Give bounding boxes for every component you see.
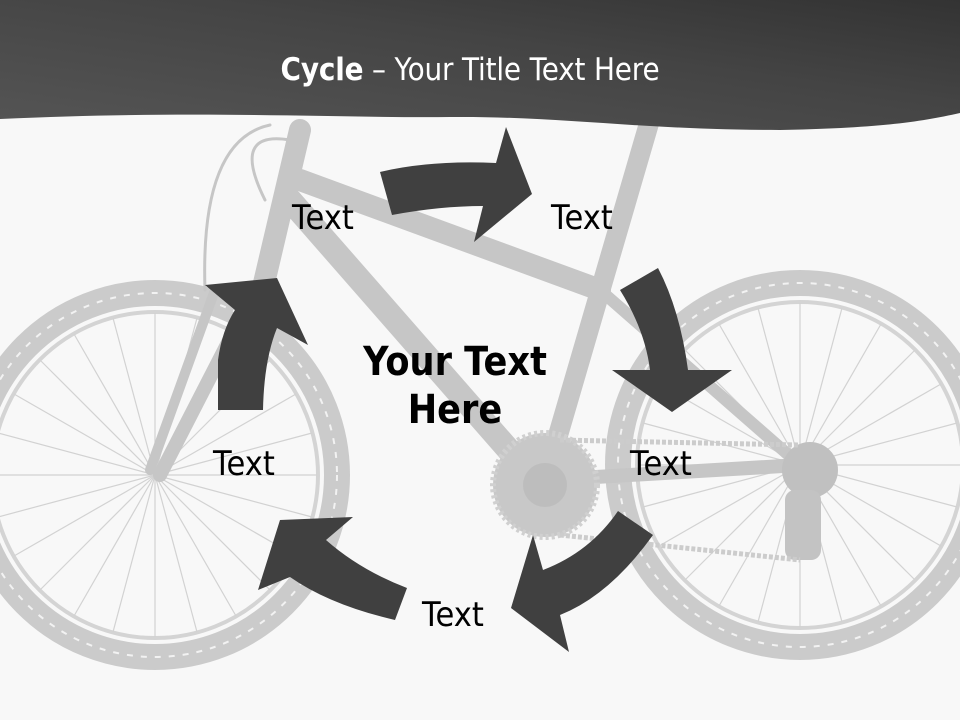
arrow-bottom-left-icon (258, 517, 407, 620)
step-label-top-left: Text (292, 198, 354, 238)
center-text: Your Text Here (345, 338, 565, 434)
slide-title: Cycle – Your Title Text Here (47, 52, 893, 88)
center-text-line1: Your Text (363, 339, 547, 385)
arrow-bottom-right-icon (511, 511, 653, 652)
arrow-top-icon (380, 127, 532, 242)
step-label-left: Text (213, 444, 275, 484)
step-label-top-right: Text (551, 198, 613, 238)
header-band (0, 0, 960, 130)
step-label-right: Text (630, 444, 692, 484)
center-text-line2: Here (407, 387, 503, 433)
title-bold: Cycle (280, 52, 364, 88)
title-rest: – Your Title Text Here (363, 52, 660, 88)
arrow-left-icon (205, 278, 308, 410)
step-label-bottom: Text (422, 595, 484, 635)
arrow-right-icon (612, 268, 732, 412)
